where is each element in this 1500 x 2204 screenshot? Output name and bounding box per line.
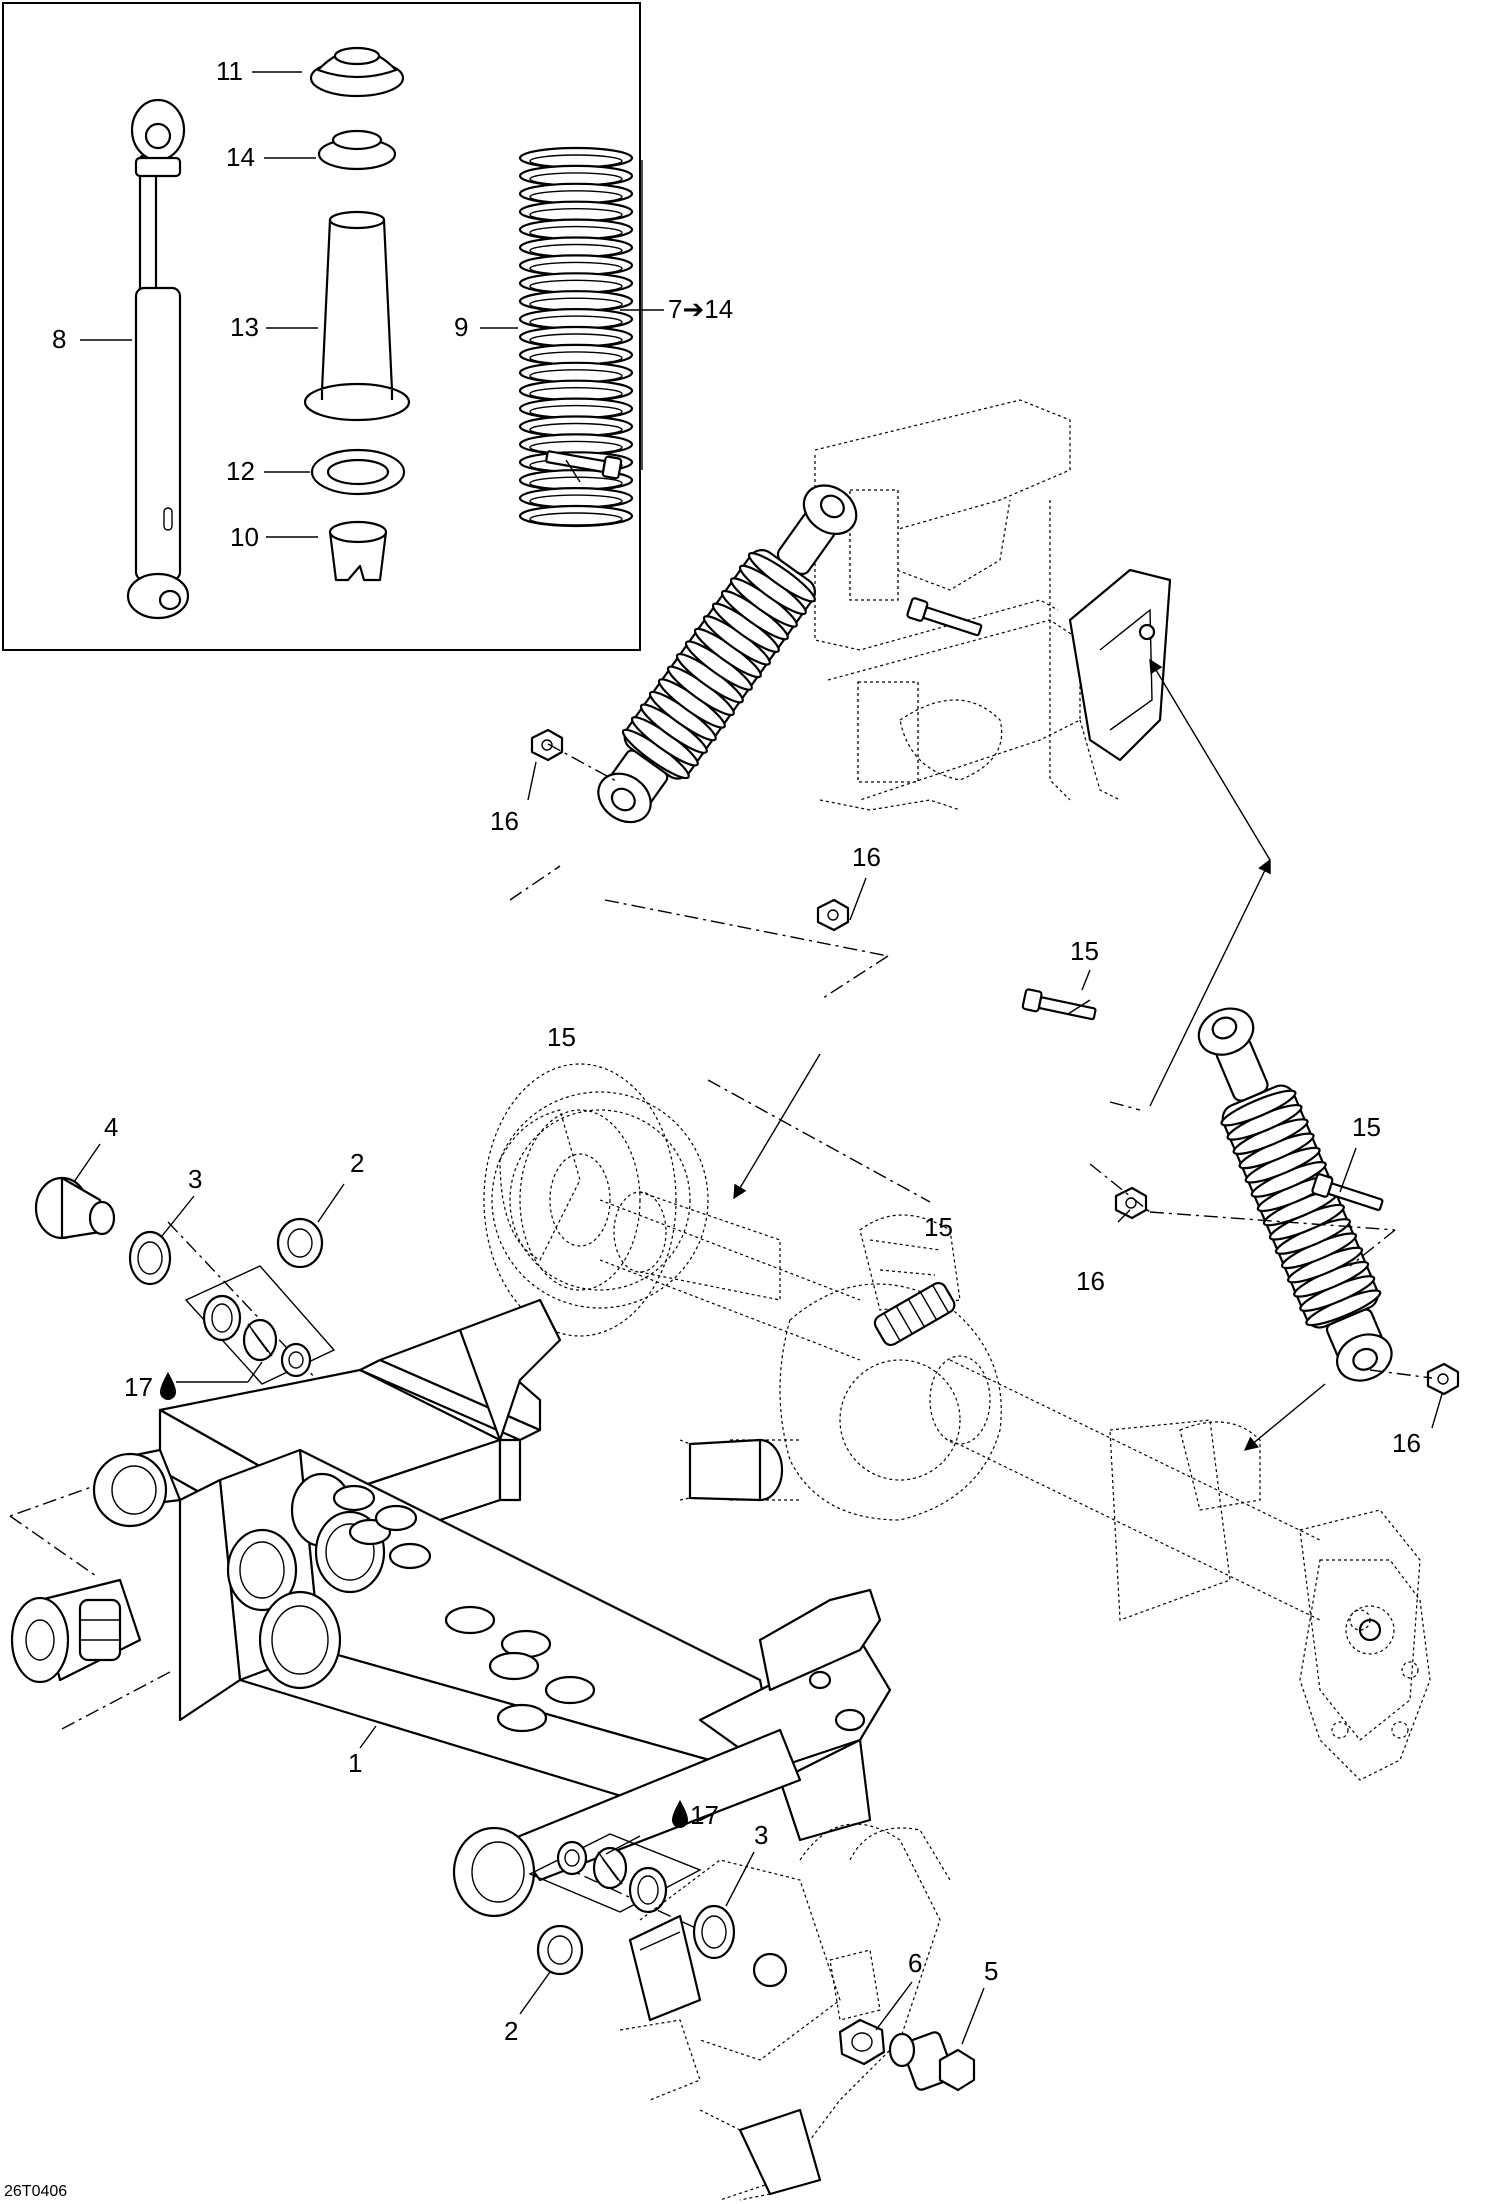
nut-part-16-d	[1426, 1362, 1460, 1396]
pivot-shaft-part-4	[34, 1176, 116, 1240]
callout-5: 5	[984, 1956, 998, 1986]
shock-assembly-right	[1197, 1007, 1393, 1382]
diagram-code: 26T0406	[4, 2183, 67, 2200]
callout-16-a: 16	[490, 806, 519, 836]
bolt-part-15-d	[1311, 1173, 1384, 1211]
callout-6: 6	[908, 1948, 922, 1978]
shock-coil	[1220, 1089, 1297, 1127]
callout-16-b: 16	[852, 842, 881, 872]
callout-3-b: 3	[754, 1820, 768, 1850]
spring-coil-inner	[529, 512, 623, 526]
wheel-hub	[1299, 1559, 1431, 1781]
bearing-group-left	[184, 1265, 336, 1385]
callout-10: 10	[230, 522, 259, 552]
callout-15-d: 15	[1352, 1112, 1381, 1142]
bearing-group-right	[528, 1833, 702, 1914]
callout-2-a: 2	[350, 1148, 364, 1178]
lower-frame	[619, 1823, 951, 2201]
rear-axle-housing	[491, 1091, 1421, 1741]
pivot-bolt-part-5	[888, 2031, 976, 2092]
shock-assembly-left	[597, 484, 858, 824]
seal-part-3-b	[692, 1904, 736, 1960]
bearing-part-2-b	[536, 1924, 584, 1976]
callout-11: 11	[216, 56, 243, 86]
callout-14: 14	[226, 142, 255, 172]
seal-part-3-a	[128, 1230, 172, 1286]
callout-15-a: 15	[547, 1022, 576, 1052]
chassis-frame	[814, 399, 1172, 811]
callout-17-a: 17	[124, 1372, 153, 1402]
bolt-part-15-b	[906, 597, 983, 637]
callout-1: 1	[348, 1748, 362, 1778]
callout-16-d: 16	[1392, 1428, 1421, 1458]
callout-8: 8	[52, 324, 66, 354]
callout-2-b: 2	[504, 2016, 518, 2046]
spring-seat-part-10	[328, 520, 388, 582]
nut-part-16-a	[530, 728, 564, 762]
callout-3-a: 3	[188, 1164, 202, 1194]
sleeve-part-13	[303, 210, 411, 422]
callout-4: 4	[104, 1112, 118, 1142]
shock-coil	[747, 552, 816, 603]
grease-drop-icon	[672, 1800, 688, 1828]
spring-coil	[518, 504, 634, 528]
drive-shaft-yoke	[10, 1578, 142, 1684]
swing-arm-part-1	[92, 1298, 892, 1918]
nut-part-6	[838, 2018, 886, 2066]
callout-17-b: 17	[690, 1800, 719, 1830]
grease-drop-icon	[160, 1372, 176, 1400]
retainer-part-14	[317, 129, 397, 171]
bolt-part-15-a	[545, 450, 623, 480]
callout-13: 13	[230, 312, 259, 342]
brake-disc	[483, 1063, 677, 1337]
callout-15-c: 15	[924, 1212, 953, 1242]
callout-16-c: 16	[1076, 1266, 1105, 1296]
nut-part-16-b	[816, 898, 850, 932]
callout-7-to-14: 7➔14	[668, 294, 733, 324]
bearing-part-2-a	[276, 1217, 324, 1269]
callout-15-b: 15	[1070, 936, 1099, 966]
spring-seat-part-11	[309, 46, 405, 98]
nut-part-16-c	[1114, 1186, 1148, 1220]
callout-12: 12	[226, 456, 255, 486]
shock-absorber-part-8	[126, 98, 190, 620]
install-arrows	[733, 658, 1326, 1451]
inset-box	[2, 2, 641, 651]
bolt-part-15-c	[1021, 988, 1097, 1021]
washer-part-12	[310, 448, 406, 496]
callout-leaders	[73, 459, 1443, 2045]
inset-leaders	[80, 71, 664, 538]
axle-damper	[873, 1281, 956, 1347]
callout-9: 9	[454, 312, 468, 342]
